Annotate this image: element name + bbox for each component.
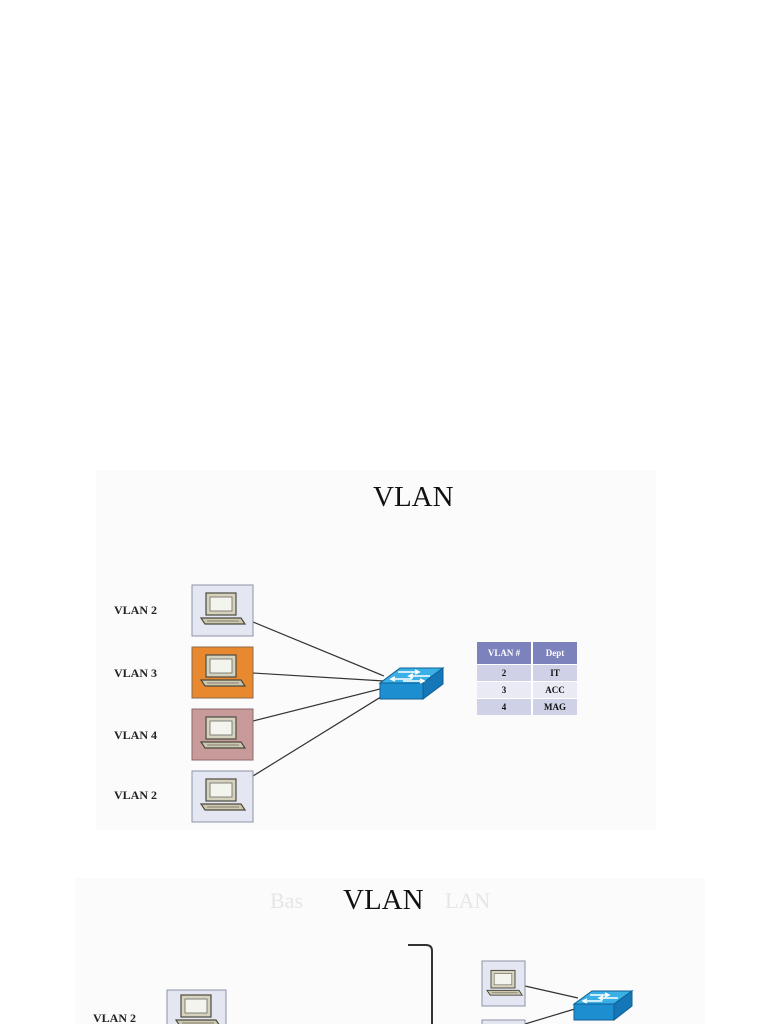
host-slide2-left (166, 989, 227, 1024)
switch-icon (378, 667, 445, 700)
slide-title-2: VLAN (343, 884, 424, 916)
host-4 (191, 770, 254, 823)
host-slide2-right (481, 960, 526, 1007)
vlan-dept-table: VLAN # Dept 2 IT 3 ACC 4 MAG (477, 642, 577, 715)
table-cell: IT (532, 664, 577, 682)
table-row: 4 MAG (477, 698, 577, 715)
host-label-2: VLAN 3 (114, 666, 158, 680)
table-cell: 4 (477, 698, 533, 715)
link-line (252, 687, 385, 722)
ghost-title-right: LAN (445, 888, 491, 913)
table-row: 2 IT (477, 664, 577, 682)
link-line (252, 694, 385, 777)
host-label-4: VLAN 2 (114, 788, 158, 802)
host-2 (191, 646, 254, 699)
link-line (524, 985, 579, 999)
table-cell: MAG (532, 698, 577, 715)
bracket-line (408, 944, 433, 1024)
host-3 (191, 708, 254, 761)
switch-icon-2 (572, 990, 634, 1022)
host-label-slide2: VLAN 2 (93, 1011, 137, 1025)
ghost-title-left: Bas (270, 888, 303, 913)
table-header-vlan: VLAN # (477, 642, 533, 665)
table-cell: 2 (477, 664, 533, 682)
link-line (252, 672, 385, 682)
link-line (252, 621, 385, 677)
links (252, 621, 385, 777)
host-box (481, 1019, 526, 1024)
link-line (524, 1007, 579, 1024)
host-label-1: VLAN 2 (114, 603, 158, 617)
table-header-dept: Dept (532, 642, 577, 665)
table-row: 3 ACC (477, 681, 577, 699)
table-cell: 3 (477, 681, 533, 699)
slide-title: VLAN (373, 481, 454, 513)
host-1 (191, 584, 254, 637)
table-cell: ACC (532, 681, 577, 699)
host-label-3: VLAN 4 (114, 728, 158, 742)
